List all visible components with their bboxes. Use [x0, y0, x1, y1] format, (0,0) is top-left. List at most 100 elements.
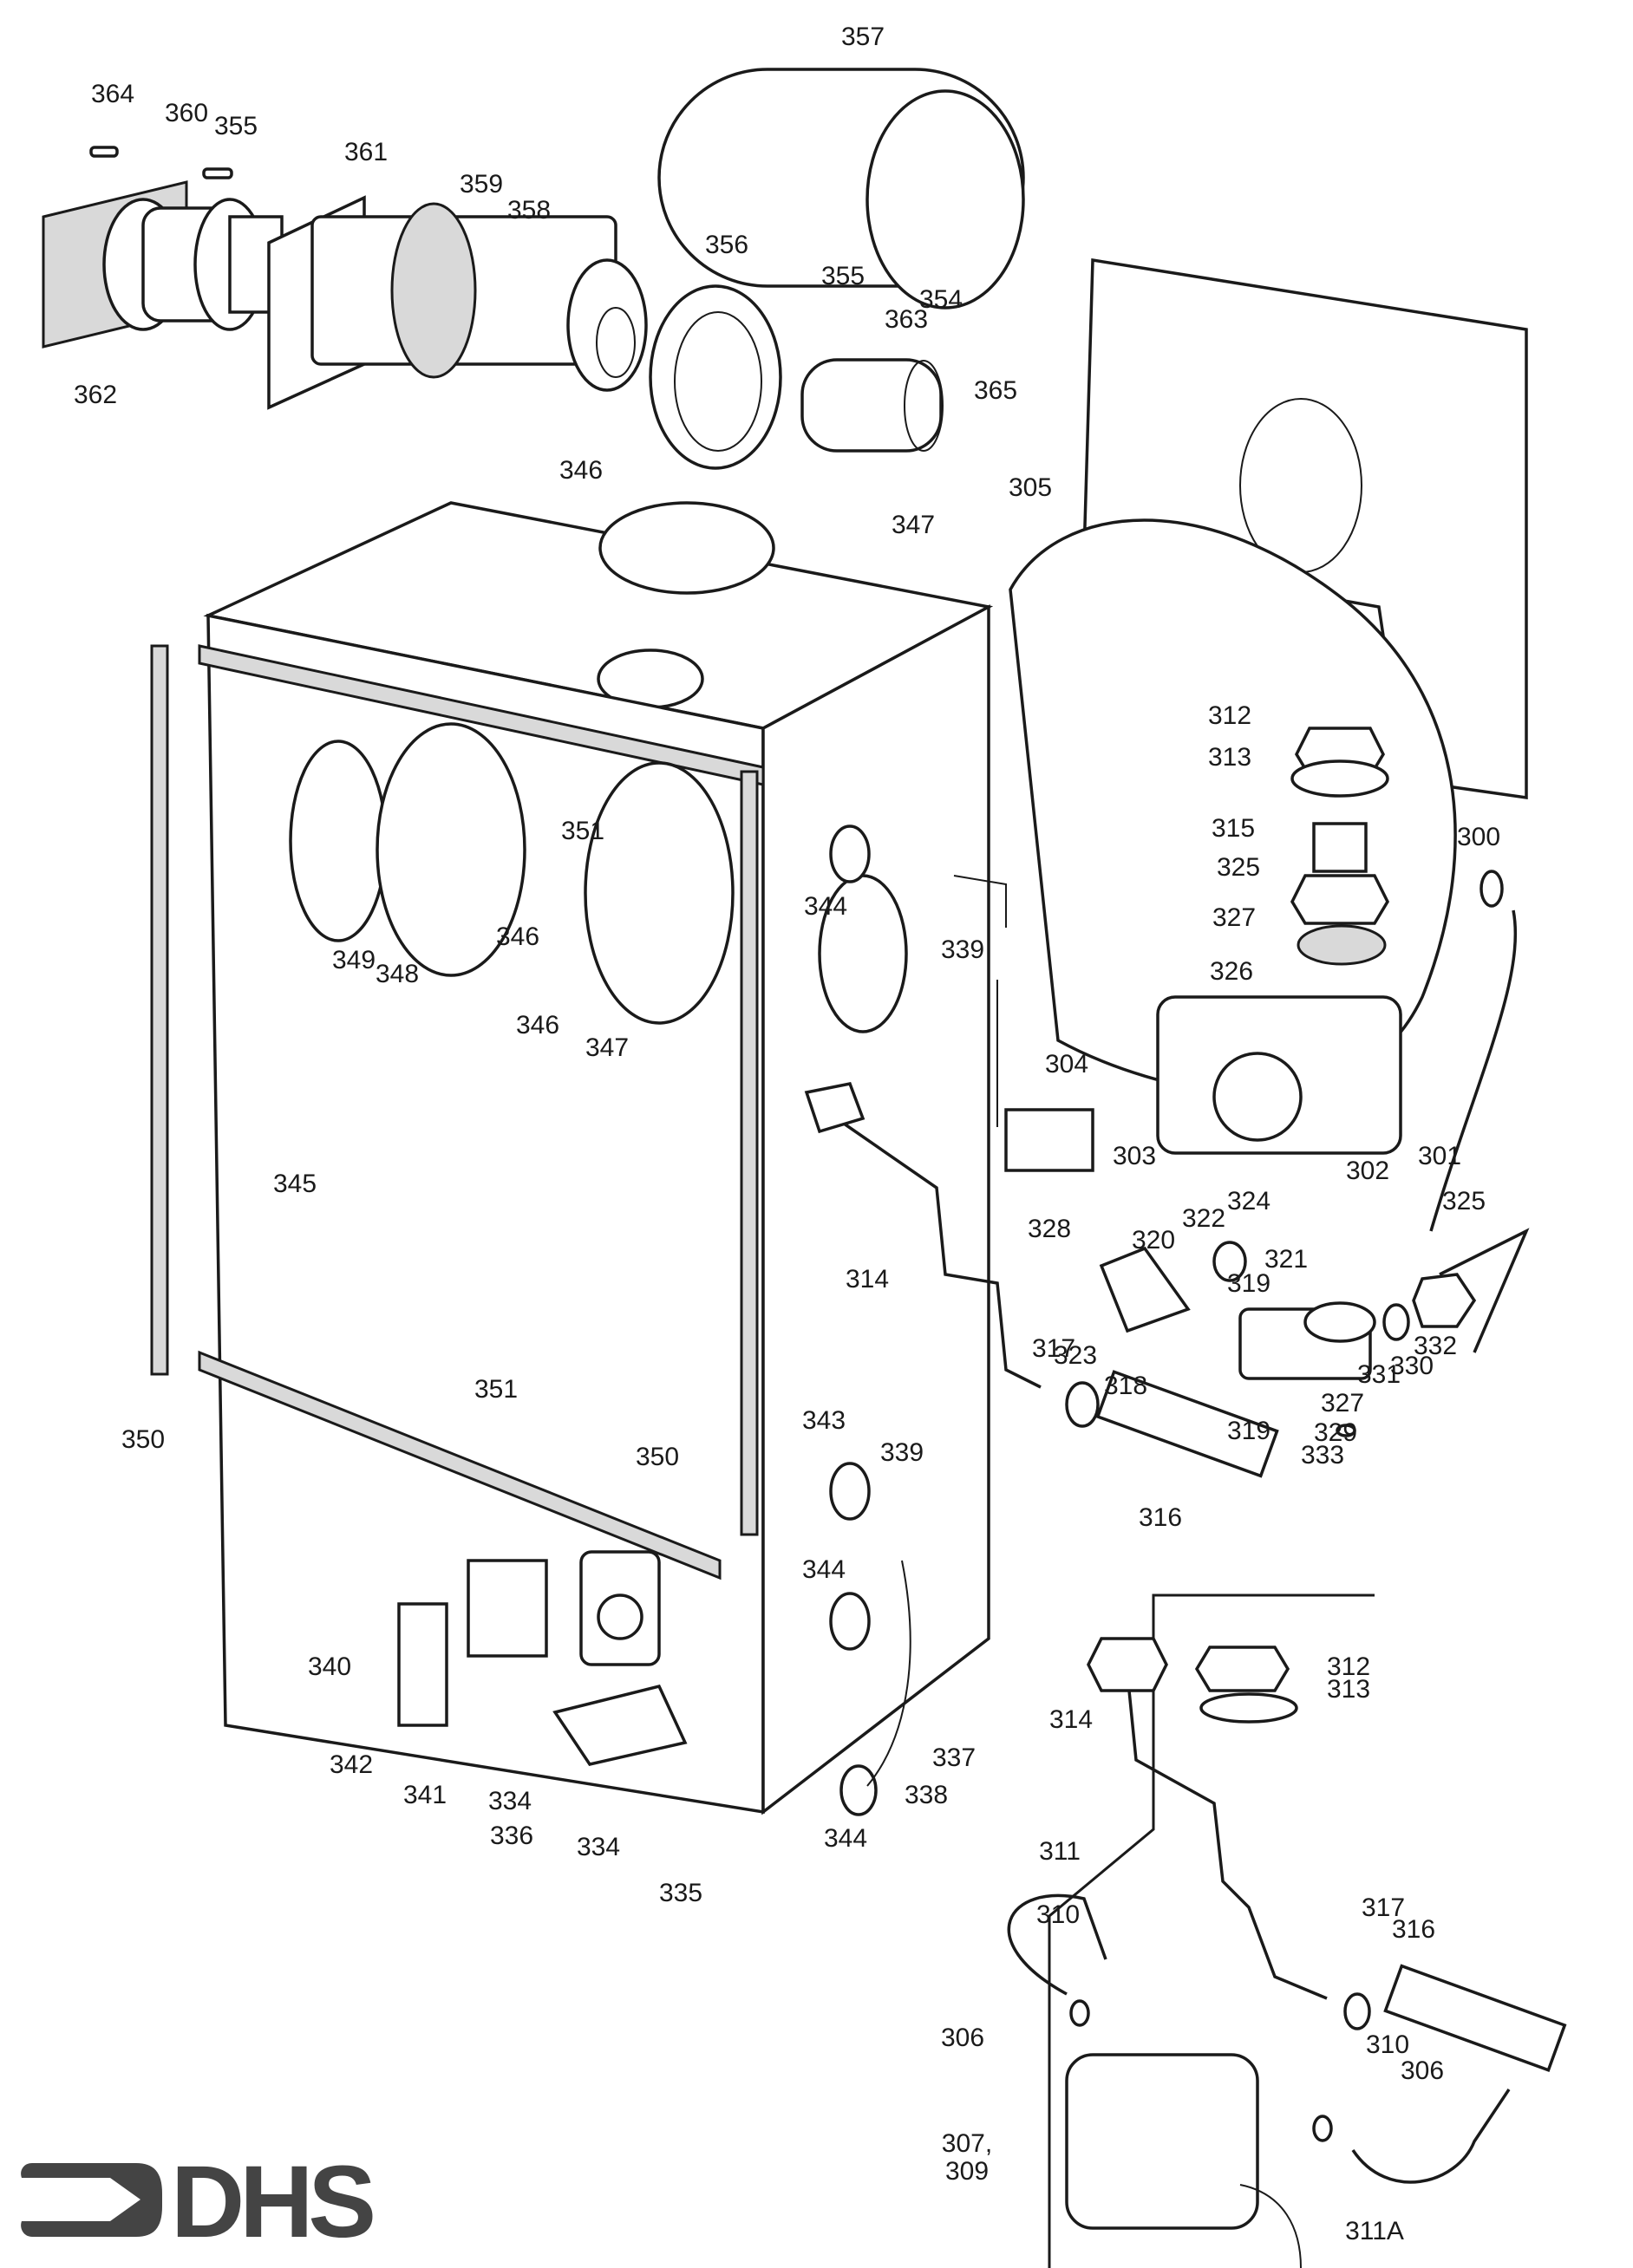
part-label-332: 332 — [1414, 1332, 1457, 1360]
part-label-324: 324 — [1227, 1187, 1270, 1215]
air-duct-assembly — [649, 68, 1025, 470]
duct-357-end — [865, 89, 1025, 310]
grommet-344-bottom — [839, 1764, 878, 1816]
valve-316-inset — [1383, 1964, 1567, 2072]
part-label-315: 315 — [1212, 814, 1255, 843]
part-label-306b: 306 — [1401, 2056, 1444, 2085]
part-label-313a: 313 — [1208, 743, 1251, 772]
pump-assembly — [804, 727, 1530, 1478]
part-label-313b: 313 — [1327, 1675, 1370, 1704]
part-label-336: 336 — [490, 1822, 533, 1850]
part-label-350a: 350 — [121, 1425, 165, 1454]
part-label-318: 318 — [1104, 1372, 1147, 1400]
part-label-347a: 347 — [892, 511, 935, 539]
part-label-337: 337 — [932, 1743, 976, 1772]
part-label-319b: 319 — [1227, 1417, 1270, 1445]
part-label-310b: 310 — [1366, 2030, 1409, 2059]
part-label-351b: 351 — [474, 1375, 518, 1404]
part-label-320: 320 — [1132, 1226, 1175, 1255]
part-label-359: 359 — [460, 170, 503, 199]
o-ring-310-right — [1312, 2115, 1333, 2142]
part-label-312a: 312 — [1208, 701, 1251, 730]
seal-strip-351-bottom — [198, 1350, 722, 1580]
heat-exchanger-assembly — [1009, 257, 1528, 1095]
part-label-314a: 314 — [846, 1265, 889, 1294]
o-ring-310-left — [1069, 1999, 1090, 2027]
inner-duct-end — [596, 307, 636, 378]
part-label-317b: 317 — [1362, 1893, 1405, 1922]
part-label-361: 361 — [344, 138, 388, 166]
part-label-306a: 306 — [941, 2024, 984, 2052]
washer-313-inset — [1199, 1692, 1298, 1724]
part-label-348: 348 — [376, 960, 419, 988]
part-label-344a: 344 — [804, 892, 847, 921]
part-label-333: 333 — [1301, 1441, 1344, 1470]
part-label-340: 340 — [308, 1652, 351, 1681]
part-label-354: 354 — [919, 285, 963, 314]
part-label-339b: 339 — [880, 1438, 924, 1467]
nut-312-inset — [1194, 1646, 1290, 1692]
sensing-tube-339 — [953, 875, 1007, 1127]
adaptor-315 — [1312, 822, 1368, 873]
part-label-350b: 350 — [636, 1443, 679, 1471]
part-label-328: 328 — [1028, 1215, 1071, 1243]
part-label-317a: 317 — [1032, 1334, 1075, 1363]
part-label-338: 338 — [905, 1781, 948, 1809]
hose-301 — [1429, 909, 1518, 1232]
part-label-325a: 325 — [1217, 853, 1260, 882]
inset-border — [1048, 1593, 1375, 2268]
part-label-343: 343 — [802, 1406, 846, 1435]
part-label-303: 303 — [1113, 1142, 1156, 1170]
washer-300 — [1479, 870, 1504, 908]
part-label-330: 330 — [1390, 1352, 1434, 1380]
part-label-314b: 314 — [1049, 1705, 1093, 1734]
part-label-327b: 327 — [1321, 1389, 1364, 1418]
part-label-326: 326 — [1210, 957, 1253, 986]
part-label-319a: 319 — [1227, 1269, 1270, 1298]
part-label-365: 365 — [974, 376, 1017, 405]
part-label-310a: 310 — [1036, 1900, 1080, 1929]
part-label-347b: 347 — [585, 1033, 629, 1062]
pump-cable — [1239, 2184, 1302, 2268]
part-label-327a: 327 — [1212, 903, 1256, 932]
nut-314-inset — [1087, 1637, 1168, 1692]
dhs-logo: DHS — [21, 2145, 378, 2259]
part-label-345: 345 — [273, 1170, 317, 1198]
flue-terminal-assembly — [42, 146, 648, 410]
gasket-356-inner — [674, 311, 762, 452]
cable-338 — [866, 1560, 911, 1787]
part-label-344c: 344 — [824, 1824, 867, 1853]
part-label-360: 360 — [165, 99, 208, 127]
part-label-331: 331 — [1357, 1360, 1401, 1389]
tube-363-end — [904, 360, 944, 452]
seal-strip-351-top — [198, 644, 765, 786]
pump-307-309 — [1065, 2053, 1259, 2230]
part-label-302: 302 — [1346, 1157, 1389, 1185]
part-label-311: 311 — [1039, 1837, 1081, 1866]
part-label-307_309a: 307, — [942, 2129, 992, 2158]
part-label-335: 335 — [659, 1879, 702, 1907]
part-label-339a: 339 — [941, 935, 984, 964]
part-label-362: 362 — [74, 381, 117, 409]
switch-341 — [467, 1559, 548, 1658]
nut-325-top — [1290, 874, 1389, 925]
flue-gasket-347-top — [598, 501, 775, 595]
part-label-304: 304 — [1045, 1050, 1088, 1079]
part-label-344b: 344 — [802, 1555, 846, 1584]
part-label-346c: 346 — [516, 1011, 559, 1040]
part-label-334a: 334 — [488, 1787, 532, 1815]
gasket-347-front — [584, 761, 735, 1025]
part-label-341: 341 — [403, 1781, 447, 1809]
washer-331 — [1382, 1303, 1410, 1341]
part-label-300: 300 — [1457, 823, 1500, 851]
tube-363 — [800, 358, 943, 453]
part-label-334b: 334 — [577, 1833, 620, 1861]
part-label-364: 364 — [91, 80, 134, 108]
part-label-329: 329 — [1314, 1418, 1357, 1447]
pump-face — [1212, 1052, 1303, 1142]
seal-strip-350-left — [150, 644, 169, 1376]
part-label-346a: 346 — [559, 456, 603, 485]
washer-313-top — [1290, 759, 1389, 798]
grommet-344-top — [829, 824, 871, 883]
valve-316 — [1095, 1370, 1279, 1478]
